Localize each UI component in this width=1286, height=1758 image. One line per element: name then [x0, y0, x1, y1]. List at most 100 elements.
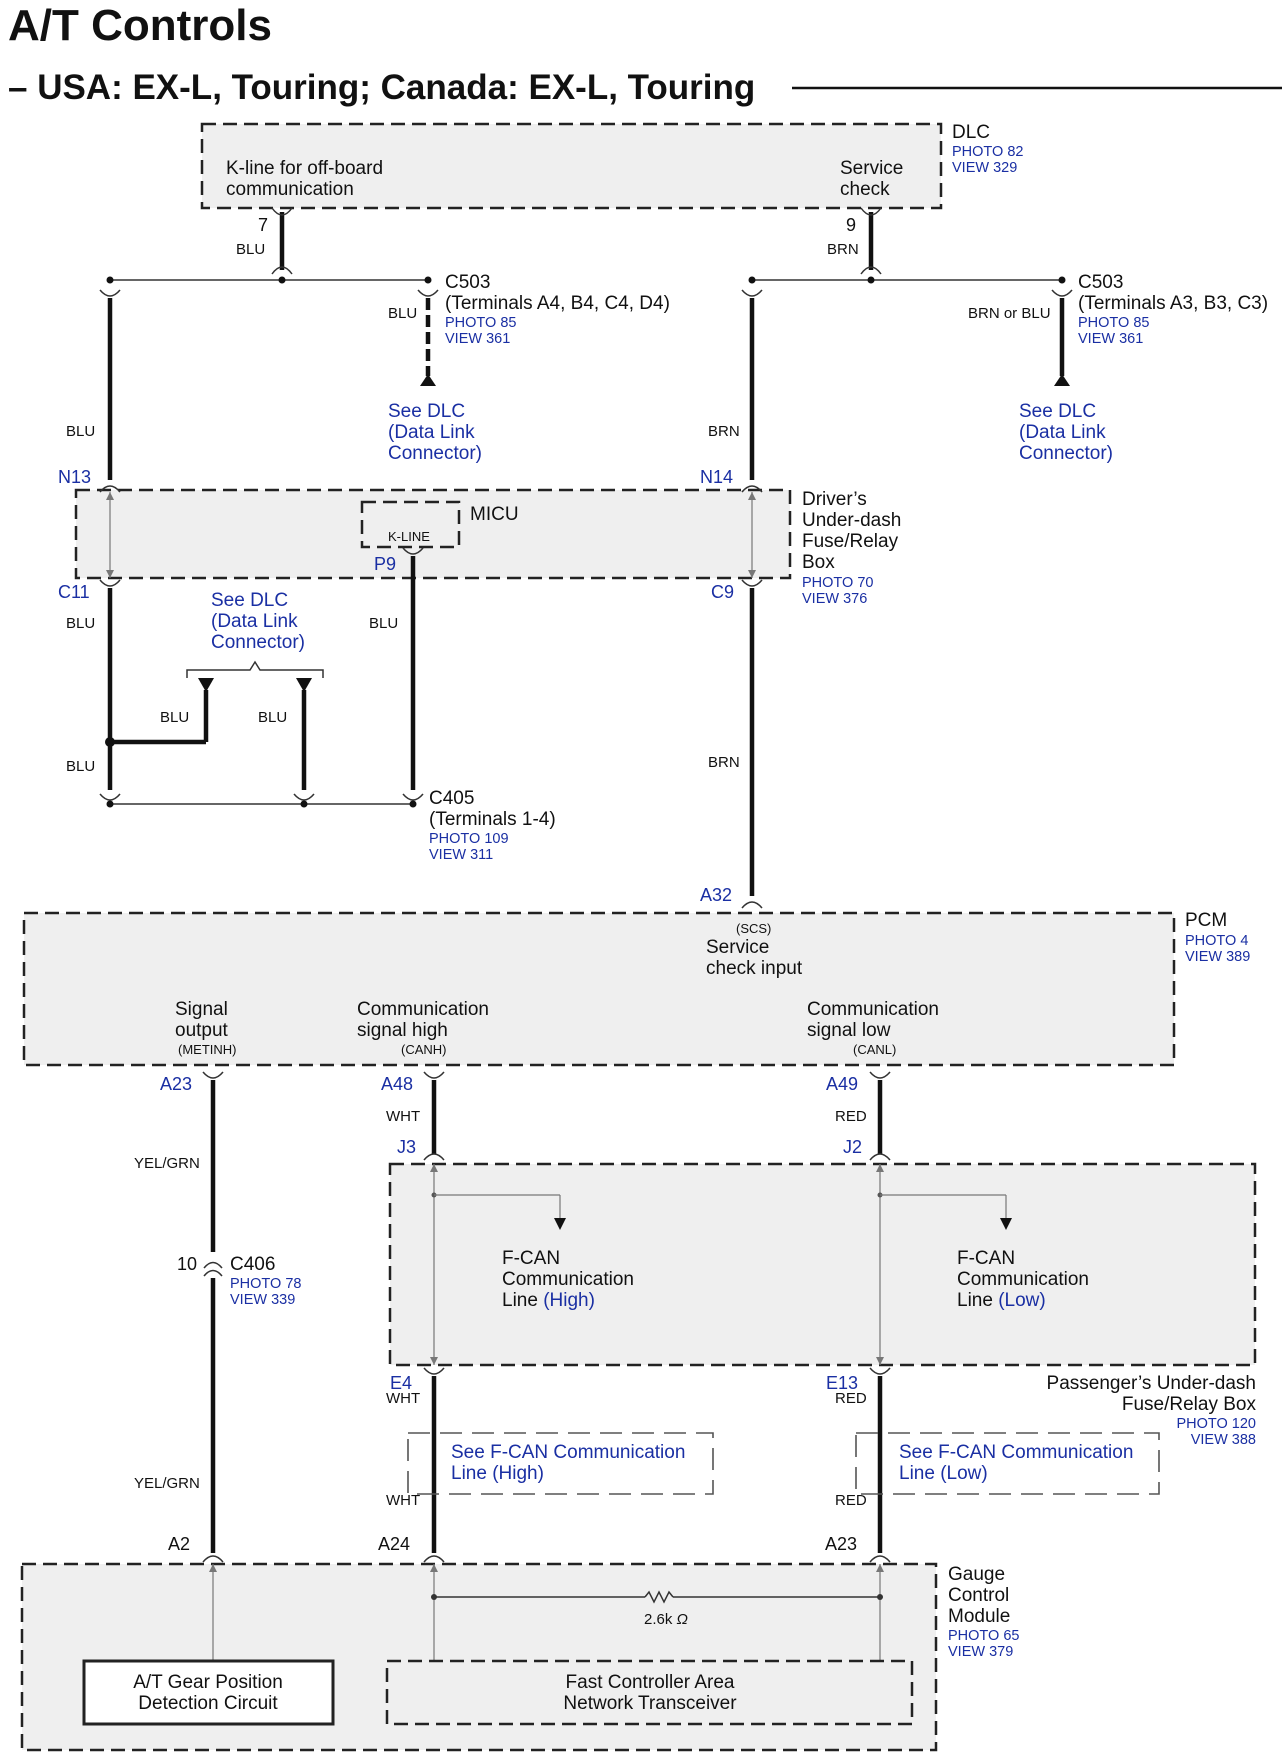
drivers-box-label-3: Fuse/Relay [802, 531, 899, 552]
pin-a49: A49 [826, 1074, 858, 1094]
wire-color-label: RED [835, 1390, 867, 1407]
arrow-down-icon [106, 570, 114, 578]
junction-dot [424, 276, 432, 284]
connector-icon [869, 1071, 891, 1079]
see-fcan-high-1: See F-CAN Communication [451, 1442, 685, 1463]
connector-icon [99, 579, 121, 587]
c406-photo: PHOTO 78 [230, 1276, 301, 1292]
arrow-up-icon [106, 492, 114, 500]
fcan-high-3: Line (High) [502, 1290, 595, 1311]
arrow-up-icon [209, 1564, 217, 1572]
micu-kline-label: K-LINE [388, 529, 430, 544]
arrow-up-icon [420, 374, 436, 386]
connector-icon [203, 1269, 223, 1277]
pcm-canl-code: (CANL) [853, 1042, 896, 1057]
wire-color-label: WHT [386, 1390, 420, 1407]
wire-color-label: BLU [160, 709, 189, 726]
see-fcan-low-box [855, 1432, 1160, 1495]
junction-dot [1058, 276, 1066, 284]
arrow-down-icon [1000, 1218, 1012, 1230]
pin-c9: C9 [711, 582, 734, 602]
pcm-view: VIEW 389 [1185, 949, 1250, 965]
fcan-low-3: Line (Low) [957, 1290, 1046, 1311]
pcm-canh-1: Communication [357, 999, 489, 1020]
junction-dot [867, 276, 875, 284]
see-dlc-right-1: See DLC [1019, 401, 1096, 422]
dlc-kline-text-2: communication [226, 179, 354, 200]
fcan-high-2: Communication [502, 1269, 634, 1290]
pcm-canl-2: signal low [807, 1020, 891, 1041]
pin-p9: P9 [374, 554, 396, 574]
transceiver-label-2: Network Transceiver [563, 1693, 737, 1714]
gcm-view: VIEW 379 [948, 1644, 1013, 1660]
connector-icon [741, 901, 763, 909]
connector-icon [271, 207, 293, 216]
arrow-up-icon [876, 1164, 884, 1172]
drivers-box-label-1: Driver’s [802, 489, 867, 510]
see-fcan-high-2: Line (High) [451, 1463, 544, 1484]
see-fcan-low-1: See F-CAN Communication [899, 1442, 1133, 1463]
c405-photo: PHOTO 109 [429, 831, 509, 847]
gcm-photo: PHOTO 65 [948, 1628, 1019, 1644]
wire-color-label: BLU [369, 615, 398, 632]
pcm-label: PCM [1185, 910, 1227, 931]
resistor-icon [644, 1590, 674, 1604]
dlc-label: DLC [952, 122, 990, 143]
dlc-service-text-1: Service [840, 158, 903, 179]
pin-c11: C11 [58, 582, 90, 602]
wire-color-label: RED [835, 1108, 867, 1125]
connector-icon [741, 579, 763, 587]
pcm-service-1: Service [706, 937, 769, 958]
c406-pin: 10 [177, 1254, 197, 1274]
gcm-label-3: Module [948, 1606, 1010, 1627]
atgear-label-2: Detection Circuit [138, 1693, 278, 1714]
wire-color-label: BRN or BLU [968, 305, 1051, 322]
pin-n13: N13 [58, 467, 91, 487]
pin-gcm-a2: A2 [168, 1534, 190, 1554]
arrow-down-icon [748, 570, 756, 578]
connector-icon [202, 1071, 224, 1079]
connector-icon [271, 266, 293, 275]
pin-e4: E4 [390, 1373, 412, 1393]
pcm-canh-2: signal high [357, 1020, 448, 1041]
junction-dot [278, 276, 286, 284]
see-dlc-left-2: (Data Link [388, 422, 475, 443]
junction-dot [106, 800, 114, 808]
wire-color-label: BLU [388, 305, 417, 322]
micu-label: MICU [470, 504, 519, 525]
pcm-box [22, 911, 1176, 1067]
c406-label: C406 [230, 1254, 275, 1275]
connector-icon [202, 1555, 224, 1563]
arrow-up-icon [430, 1164, 438, 1172]
bracket-icon [186, 660, 324, 678]
atgear-label-1: A/T Gear Position [133, 1672, 283, 1693]
see-fcan-high-box [407, 1432, 714, 1495]
connector-icon [99, 289, 121, 297]
connector-icon [203, 1261, 223, 1269]
junction-dot [106, 276, 114, 284]
pcm-signal-code: (METINH) [178, 1042, 237, 1057]
dlc-service-text-2: check [840, 179, 890, 200]
fcan-high-1: F-CAN [502, 1248, 560, 1269]
connector-icon [869, 1153, 891, 1161]
connector-icon [741, 485, 763, 493]
pcm-signal-2: output [175, 1020, 229, 1041]
arrow-down-icon [554, 1218, 566, 1230]
c503-right-view: VIEW 361 [1078, 331, 1143, 347]
c503-left-photo: PHOTO 85 [445, 315, 516, 331]
pin-gcm-a24: A24 [378, 1534, 410, 1554]
c503-left-view: VIEW 361 [445, 331, 510, 347]
pcm-service-2: check input [706, 958, 803, 979]
passengers-box-label-1: Passenger’s Under-dash [1047, 1373, 1256, 1394]
gcm-label-2: Control [948, 1585, 1009, 1606]
dlc-box [200, 122, 943, 210]
dlc-kline-text-1: K-line for off-board [226, 158, 383, 179]
transceiver-label-1: Fast Controller Area [566, 1672, 735, 1693]
arrow-down-icon [296, 678, 312, 692]
wire-color-label: WHT [386, 1492, 420, 1509]
wire-color-label: WHT [386, 1108, 420, 1125]
dlc-pin-9: 9 [846, 215, 856, 235]
arrow-up-icon [430, 1564, 438, 1572]
pcm-scs-code: (SCS) [736, 921, 771, 936]
